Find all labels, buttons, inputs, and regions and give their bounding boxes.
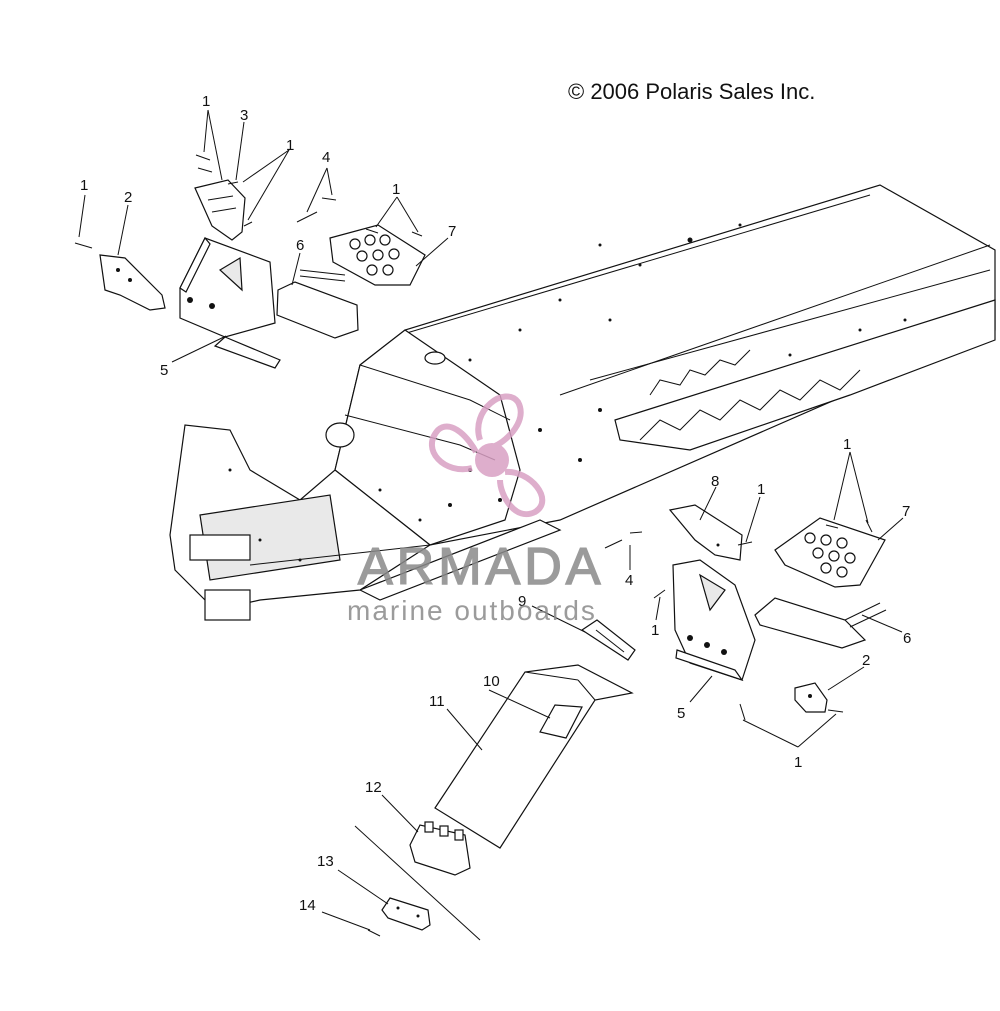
- part-4-fasteners-lower: [604, 531, 643, 549]
- callout-numbers: 1 1 1 1 1 1 1 1 1 1 1 2 2 3 4 4 5 5 6 6 …: [80, 93, 911, 914]
- part-12-flap-bracket: [409, 821, 471, 876]
- callout-5: 5: [677, 705, 685, 722]
- callout-5: 5: [160, 362, 168, 379]
- propeller-blade: [475, 393, 524, 449]
- propeller-blade: [429, 423, 479, 473]
- callout-1: 1: [757, 481, 765, 498]
- callout-1: 1: [392, 181, 400, 198]
- callout-6: 6: [903, 630, 911, 647]
- part-6-cross-tube-left: [276, 269, 359, 339]
- callout-1: 1: [843, 436, 851, 453]
- propeller-blade: [497, 468, 546, 518]
- callout-3: 3: [240, 107, 248, 124]
- part-14-screw: [367, 929, 381, 937]
- callout-13: 13: [317, 853, 334, 870]
- callout-4: 4: [322, 149, 330, 166]
- callout-8: 8: [711, 473, 719, 490]
- ground-line: [354, 825, 481, 941]
- copyright-notice: © 2006 Polaris Sales Inc.: [568, 79, 815, 104]
- part-4-fasteners-upper: [296, 197, 337, 223]
- callout-7: 7: [448, 223, 456, 240]
- part-10-label: [539, 704, 583, 739]
- callout-7: 7: [902, 503, 910, 520]
- watermark-brand: ARMADA: [358, 538, 604, 596]
- callout-9: 9: [518, 593, 526, 610]
- part-3-clip: [194, 179, 246, 241]
- callout-14: 14: [299, 897, 316, 914]
- part-7-heat-plate-left: [329, 224, 426, 286]
- propeller-hub: [475, 443, 509, 477]
- callout-10: 10: [483, 673, 500, 690]
- callout-2: 2: [862, 652, 870, 669]
- part-13-plate: [381, 897, 431, 931]
- part-1-rivets-upper: [74, 154, 423, 249]
- callout-11: 11: [429, 693, 445, 710]
- propeller-logo: [429, 393, 546, 518]
- callout-12: 12: [365, 779, 382, 796]
- part-11-snowflap: [434, 664, 634, 849]
- callout-1: 1: [651, 622, 659, 639]
- watermark: ARMADA marine outboards: [347, 393, 604, 626]
- part-6-cross-tube-right: [754, 597, 887, 649]
- callout-2: 2: [124, 189, 132, 206]
- callout-1: 1: [202, 93, 210, 110]
- part-8-plate: [668, 504, 743, 561]
- callout-1: 1: [794, 754, 802, 771]
- part-5-footrest-bracket-left: [179, 236, 281, 369]
- watermark-tagline: marine outboards: [347, 595, 597, 626]
- leader-lines: [78, 109, 904, 931]
- part-9-strap: [580, 619, 636, 661]
- callout-1: 1: [80, 177, 88, 194]
- part-1-rivets-lower: [653, 519, 873, 721]
- part-7-heat-plate-right: [774, 517, 886, 588]
- callout-6: 6: [296, 237, 304, 254]
- callout-4: 4: [625, 572, 633, 589]
- part-2-bracket-right: [794, 682, 828, 713]
- callout-1: 1: [286, 137, 294, 154]
- part-2-bracket-left: [99, 254, 166, 311]
- part-5-footrest-bracket-right: [672, 559, 756, 682]
